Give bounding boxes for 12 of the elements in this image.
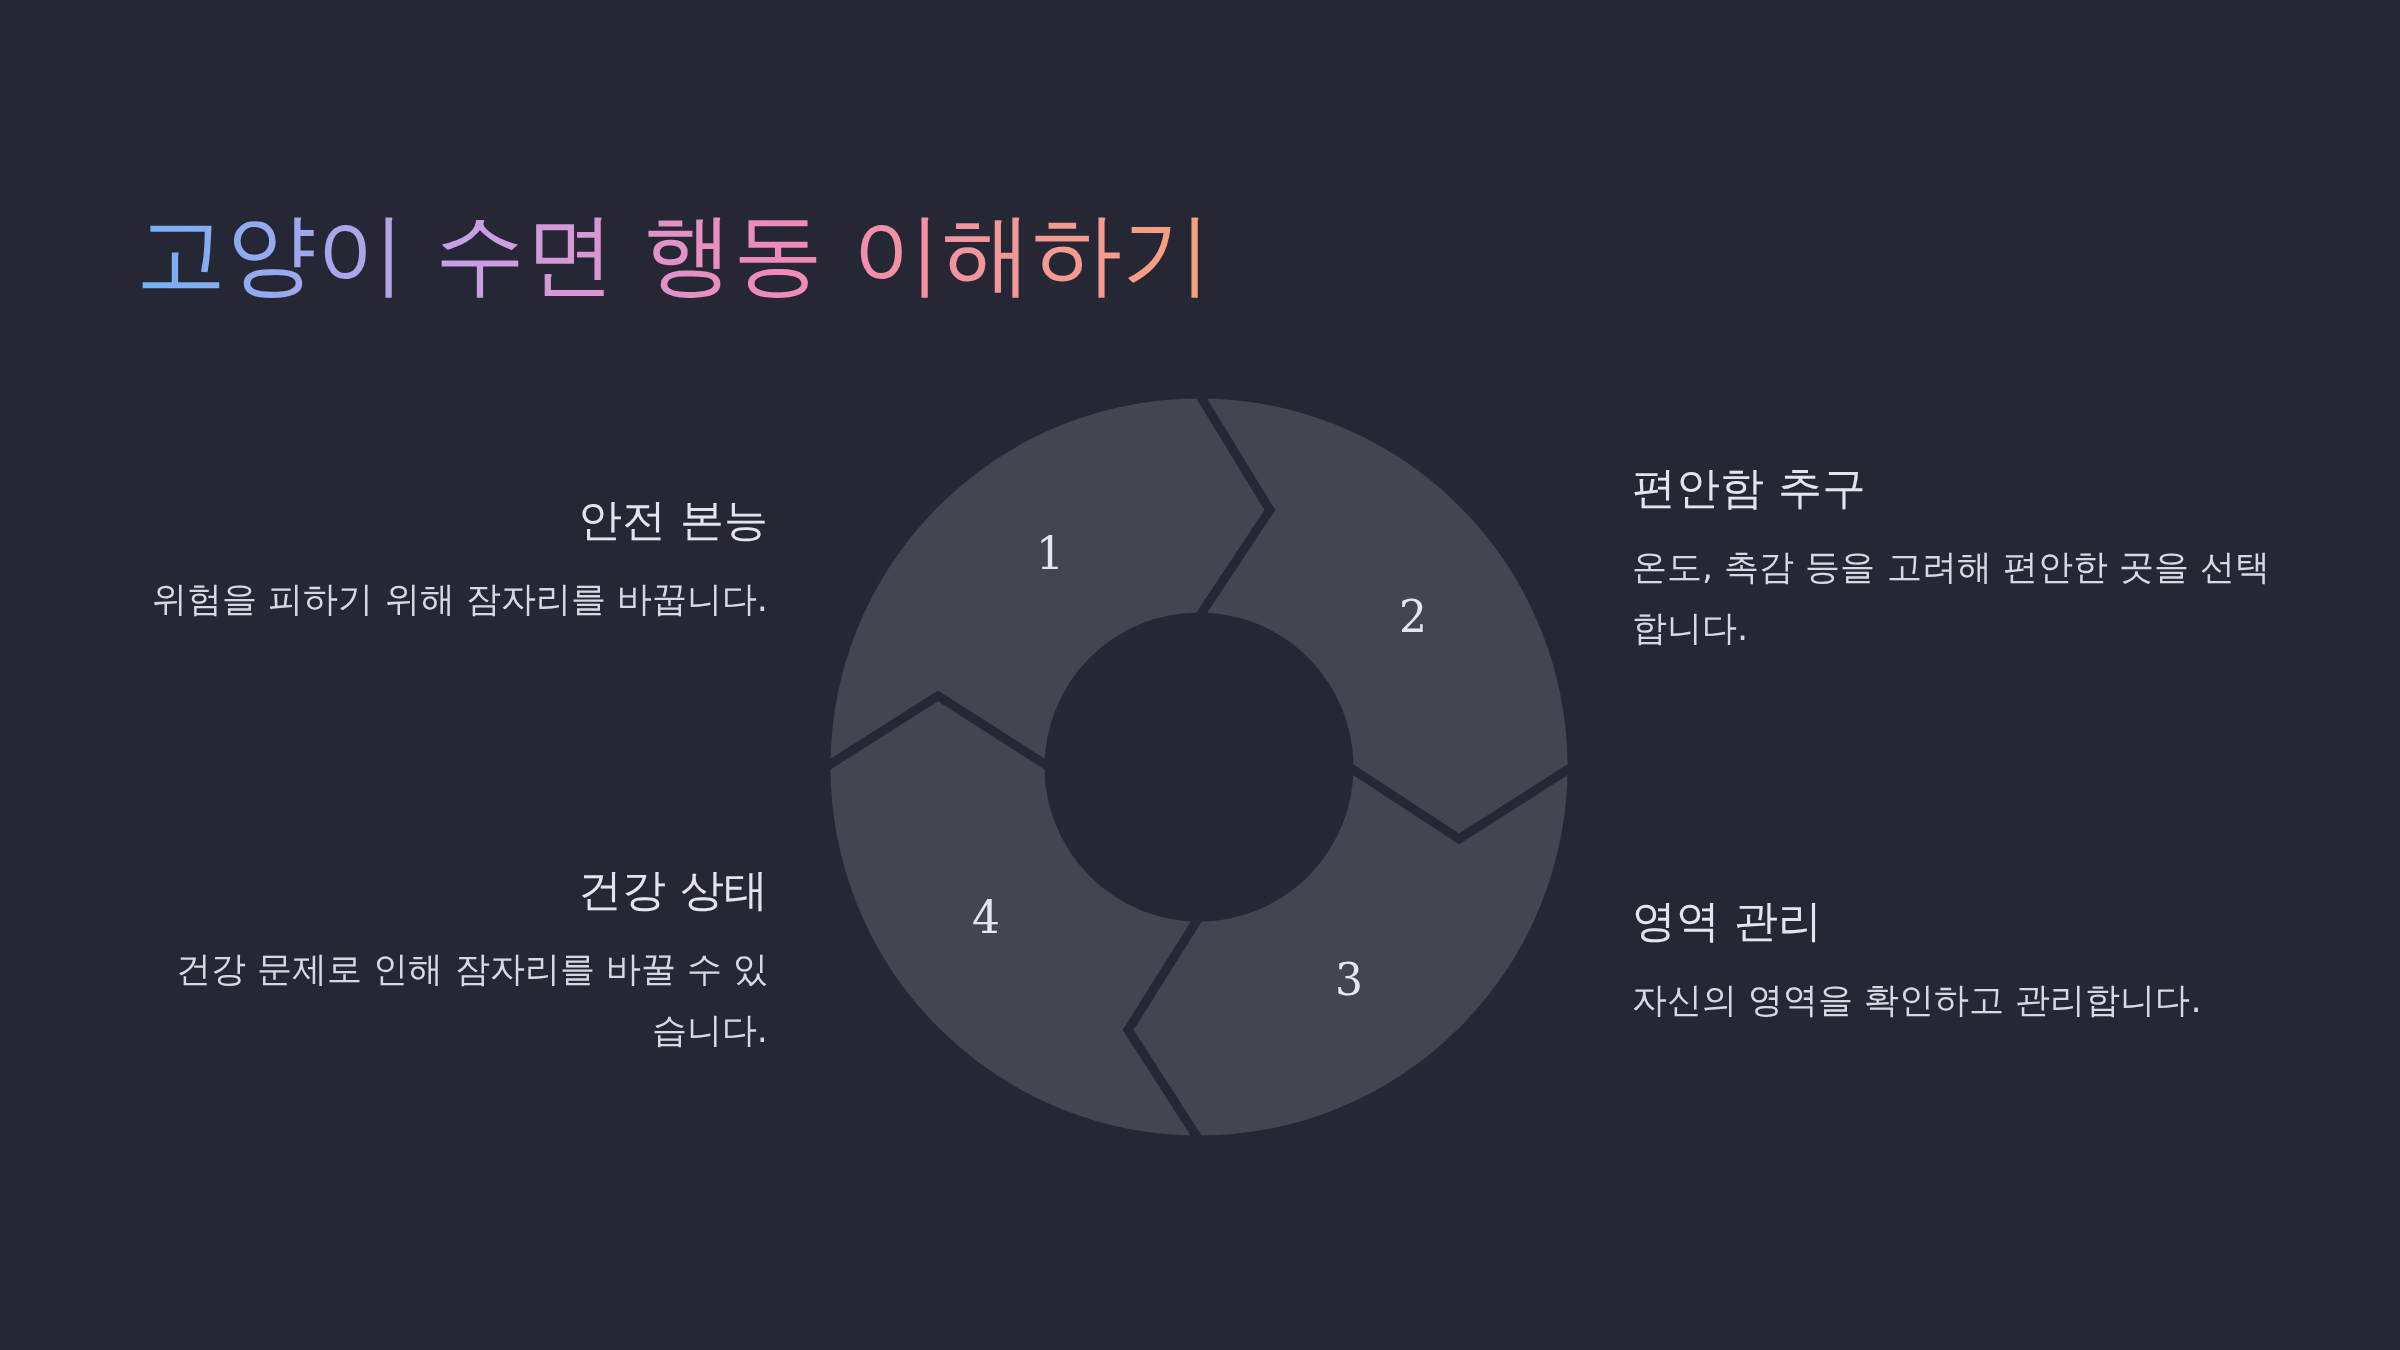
step-number: 3 [1335, 958, 1363, 1002]
heading: 안전 본능 [577, 494, 768, 547]
step-number: 1 [1036, 532, 1064, 576]
description: 온도, 촉감 등을 고려해 편안한 곳을 선택합니다. [1632, 545, 2271, 651]
heading: 편안함 추구 [1632, 462, 1867, 515]
description: 위험을 피하기 위해 잠자리를 바꿉니다. [151, 577, 768, 621]
heading: 건강 상태 [577, 864, 768, 917]
description: 자신의 영역을 확인하고 관리합니다. [1632, 978, 2203, 1022]
step-number: 2 [1399, 595, 1427, 639]
heading: 영역 관리 [1632, 895, 1823, 948]
description: 건강 문제로 인해 잠자리를 바꿀 수 있습니다. [175, 947, 768, 1053]
step-number: 4 [972, 896, 1000, 940]
